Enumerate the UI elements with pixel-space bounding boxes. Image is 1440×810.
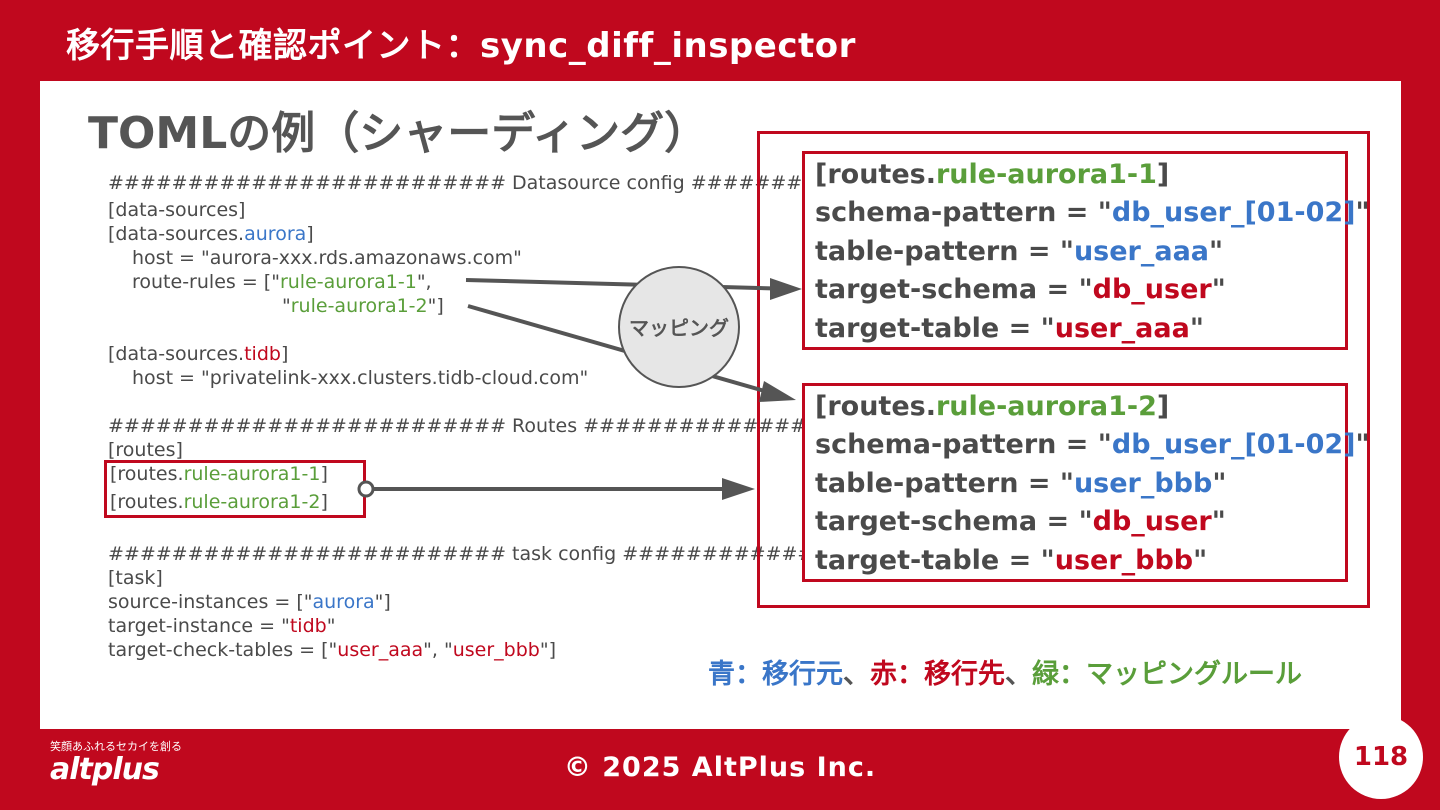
rule1-header: [routes.rule-aurora1-1] bbox=[815, 159, 1170, 190]
arrow-routes-head bbox=[722, 478, 755, 500]
arrow-rule1-head bbox=[770, 278, 802, 300]
target-check-tables: target-check-tables = ["user_aaa", "user… bbox=[108, 639, 556, 661]
aurora-name: aurora bbox=[244, 223, 307, 245]
rule1-table-pattern: table-pattern = "user_aaa" bbox=[815, 236, 1224, 267]
aurora-host: host = "aurora-xxx.rds.amazonaws.com" bbox=[132, 247, 522, 269]
tidb-host: host = "privatelink-xxx.clusters.tidb-cl… bbox=[132, 367, 589, 389]
rule2-table-pattern: table-pattern = "user_bbb" bbox=[815, 468, 1227, 499]
slide-title: 移行手順と確認ポイント：sync_diff_inspector bbox=[66, 26, 856, 66]
rule-box-2: [routes.rule-aurora1-2] schema-pattern =… bbox=[802, 383, 1370, 582]
task-section: [task] bbox=[108, 567, 163, 589]
rule1-schema-pattern: schema-pattern = "db_user_[01-02]" bbox=[815, 197, 1370, 228]
mapping-circle bbox=[618, 266, 740, 388]
route-entry-1: [routes.rule-aurora1-1] bbox=[110, 463, 328, 485]
data-sources-section: [data-sources] bbox=[108, 199, 246, 221]
logo-tagline: 笑顔あふれるセカイを創る bbox=[50, 740, 182, 753]
color-legend: 青：移行元、赤：移行先、緑：マッピングルール bbox=[708, 659, 1302, 690]
routes-detail-box bbox=[757, 131, 1370, 608]
copyright: © 2025 AltPlus Inc. bbox=[563, 752, 877, 783]
rule2-header: [routes.rule-aurora1-2] bbox=[815, 391, 1170, 422]
arrow-rule2 bbox=[467, 304, 776, 396]
target-instance: target-instance = "tidb" bbox=[108, 615, 336, 637]
source-instances: source-instances = ["aurora"] bbox=[108, 591, 391, 613]
arrow-rule1 bbox=[465, 278, 796, 291]
aurora-source-header: [data-sources.aurora] bbox=[108, 223, 314, 245]
routes-section: [routes] bbox=[108, 439, 183, 461]
rule2-target-table: target-table = "user_bbb" bbox=[815, 545, 1208, 576]
rule-box-1: [routes.rule-aurora1-1] schema-pattern =… bbox=[802, 151, 1370, 350]
task-config-header: ######################### task config ##… bbox=[108, 543, 814, 565]
tidb-source-header: [data-sources.tidb] bbox=[108, 343, 289, 365]
datasource-config-header: ######################### Datasource con… bbox=[108, 172, 803, 194]
route-rules-line-2: "rule-aurora1-2"] bbox=[282, 295, 444, 317]
altplus-logo: 笑顔あふれるセカイを創る altplus bbox=[44, 738, 182, 798]
mapping-label: マッピング bbox=[629, 316, 729, 340]
rule2-target-schema: target-schema = "db_user" bbox=[815, 506, 1226, 537]
rule2-schema-pattern: schema-pattern = "db_user_[01-02]" bbox=[815, 429, 1370, 460]
page-title: TOMLの例（シャーディング） bbox=[88, 108, 709, 159]
logo-name: altplus bbox=[50, 752, 160, 787]
arrow-rule2-head bbox=[759, 381, 796, 402]
rule1-target-table: target-table = "user_aaa" bbox=[815, 313, 1204, 344]
tidb-name: tidb bbox=[244, 343, 281, 365]
route-rules-line: route-rules = ["rule-aurora1-1", bbox=[132, 271, 432, 293]
route-connector-dot bbox=[357, 480, 375, 498]
rule1-target-schema: target-schema = "db_user" bbox=[815, 274, 1226, 305]
route-entry-2: [routes.rule-aurora1-2] bbox=[110, 491, 328, 513]
page-number: 118 bbox=[1339, 715, 1423, 799]
routes-config-header: ######################### Routes #######… bbox=[108, 415, 822, 437]
